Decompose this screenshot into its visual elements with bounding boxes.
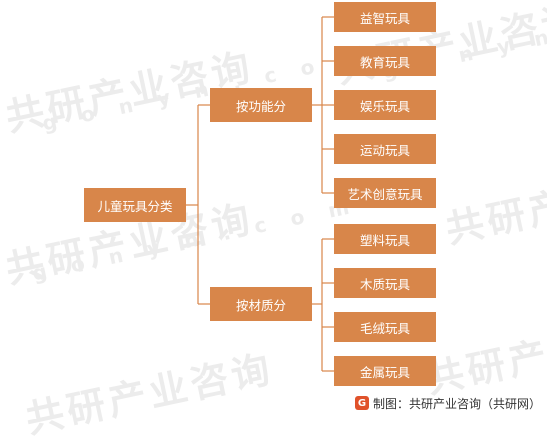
leaf-node-entertainment-toys: 娱乐玩具: [334, 90, 436, 120]
footer-credit-text: 制图：共研产业咨询（共研网）: [372, 396, 541, 411]
leaf-node-sports-toys: 运动玩具: [334, 134, 436, 164]
leaf-node-educational-toys: 教育玩具: [334, 46, 436, 76]
leaf-node-plastic-toys: 塑料玩具: [334, 224, 436, 254]
footer-credit: G 制图：共研产业咨询（共研网）: [354, 393, 541, 413]
connector-lines: [186, 16, 334, 372]
root-node: 儿童玩具分类: [84, 188, 186, 222]
leaf-node-wooden-toys: 木质玩具: [334, 268, 436, 298]
leaf-node-metal-toys: 金属玩具: [334, 356, 436, 386]
leaf-node-plush-toys: 毛绒玩具: [334, 312, 436, 342]
branch-node-function: 按功能分: [210, 88, 312, 122]
branch-node-material: 按材质分: [210, 287, 312, 321]
leaf-node-puzzle-toys: 益智玩具: [334, 2, 436, 32]
leaf-node-art-creative-toys: 艺术创意玩具: [334, 178, 436, 208]
gonyn-logo-icon: G: [354, 396, 369, 410]
